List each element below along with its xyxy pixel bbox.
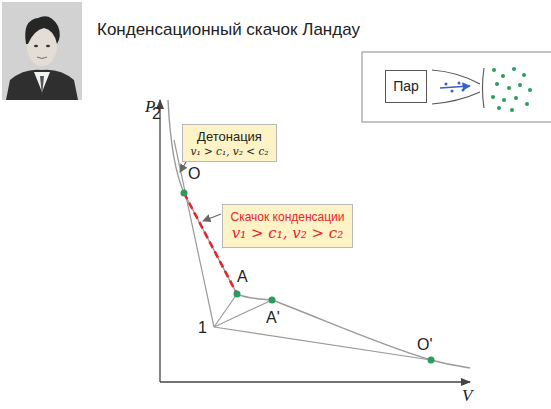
vapor-box: Пар <box>385 70 427 103</box>
inset-panel <box>362 52 551 122</box>
droplets <box>491 67 532 112</box>
v-axis <box>160 381 470 382</box>
point-label: O <box>188 164 200 183</box>
point-label: 1 <box>198 318 207 337</box>
portrait-photo <box>2 2 82 100</box>
box-heading: Скачок конденсации <box>229 210 346 224</box>
state-points <box>181 190 435 364</box>
p-axis <box>159 100 160 382</box>
point-label: A <box>237 267 248 286</box>
rayleigh-line <box>174 140 214 327</box>
leader-arrow <box>203 214 221 221</box>
box-heading: Пар <box>392 78 420 95</box>
point-label: O' <box>417 335 433 354</box>
box-condition: v₁ > c₁, v₂ > c₂ <box>229 224 346 242</box>
condensation-box: Скачок конденсацииv₁ > c₁, v₂ > c₂ <box>222 204 353 248</box>
point-label: 2 <box>152 104 161 123</box>
hugoniot-curve <box>168 100 470 368</box>
axis-label: V <box>462 386 472 406</box>
nozzle-sketch <box>432 68 484 108</box>
box-condition: v₁ > c₁, v₂ < c₂ <box>189 145 270 158</box>
detonation-box: Детонацияv₁ > c₁, v₂ < c₂ <box>182 124 277 162</box>
point-label: A' <box>266 308 280 327</box>
rayleigh-line <box>214 327 431 360</box>
rayleigh-line <box>214 300 272 327</box>
diagram-title: Конденсационный скачок Ландау <box>97 20 360 40</box>
box-heading: Детонация <box>189 129 270 145</box>
leader-arrow <box>180 162 186 172</box>
